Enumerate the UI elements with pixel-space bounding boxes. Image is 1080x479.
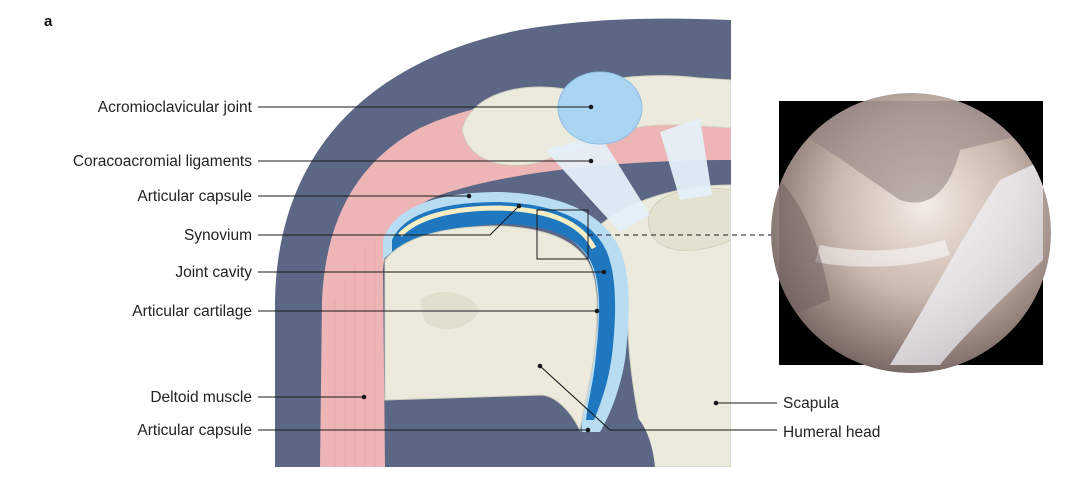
svg-text:Acromioclavicular joint: Acromioclavicular joint xyxy=(98,99,253,116)
ligament-band-1 xyxy=(545,135,650,232)
capsule-outer xyxy=(383,192,629,432)
svg-text:Scapula: Scapula xyxy=(783,395,839,412)
svg-text:Coracoacromial ligaments: Coracoacromial ligaments xyxy=(73,153,252,170)
humeral-head-shape xyxy=(384,225,598,432)
label-synovium: Synovium xyxy=(184,203,522,244)
arthroscopy-image xyxy=(771,93,1051,373)
label-articular-capsule-top: Articular capsule xyxy=(137,188,472,205)
shoulder-illustration xyxy=(275,18,731,467)
svg-text:Deltoid muscle: Deltoid muscle xyxy=(150,389,252,406)
label-scapula: Scapula xyxy=(713,395,839,412)
svg-text:Humeral head: Humeral head xyxy=(783,424,880,441)
svg-text:Articular cartilage: Articular cartilage xyxy=(132,303,252,320)
label-deltoid-muscle: Deltoid muscle xyxy=(150,389,367,406)
acromioclavicular-joint-shape xyxy=(557,71,643,145)
humerus-shaft-gap xyxy=(535,402,655,467)
svg-text:Synovium: Synovium xyxy=(184,227,252,244)
svg-text:Joint cavity: Joint cavity xyxy=(175,264,252,281)
ligament-band-2 xyxy=(660,118,712,200)
label-joint-cavity: Joint cavity xyxy=(175,264,607,281)
deltoid-muscle-shape xyxy=(320,90,731,467)
panel-label: a xyxy=(44,13,53,30)
svg-text:Articular capsule: Articular capsule xyxy=(137,188,252,205)
label-articular-capsule-bottom: Articular capsule xyxy=(137,422,591,439)
label-acromioclavicular-joint: Acromioclavicular joint xyxy=(98,99,594,116)
label-articular-cartilage: Articular cartilage xyxy=(132,303,600,320)
svg-text:Articular capsule: Articular capsule xyxy=(137,422,252,439)
label-humeral-head: Humeral head xyxy=(537,363,880,441)
cartilage-layer xyxy=(398,205,597,250)
label-coracoacromial-ligaments: Coracoacromial ligaments xyxy=(73,153,594,170)
